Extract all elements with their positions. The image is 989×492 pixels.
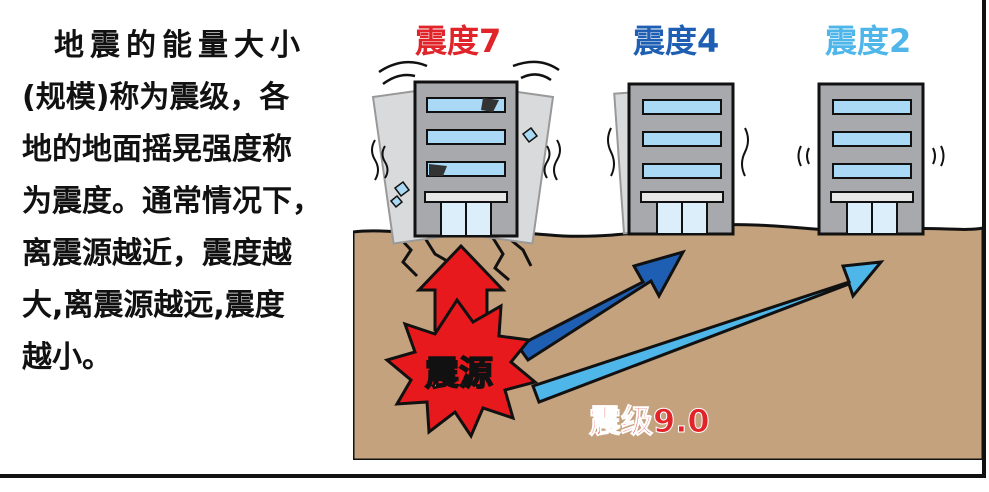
earthquake-scene: 震度7 震度4 震度2 震源 震级9.0 — [351, 0, 985, 462]
frame-border-bottom — [0, 474, 986, 478]
description-line: 地的地面摇晃强度称 — [22, 132, 292, 167]
building-intensity-2 — [797, 82, 945, 236]
building-intensity-4 — [607, 82, 749, 236]
arrow-to-intensity-2 — [531, 260, 885, 404]
arrow-to-intensity-4 — [515, 249, 687, 363]
frame-border-right — [982, 0, 986, 478]
description-line: 离震源越近，震度越 — [22, 236, 292, 271]
ground-crack — [423, 237, 450, 264]
epicenter-label: 震源 — [424, 353, 494, 395]
description-text: 地震的能量大小 (规模)称为震级，各 地的地面摇晃强度称 为震度。通常情况下， … — [22, 20, 332, 384]
description-line: 地震的能量大小 — [54, 28, 306, 63]
description-line: 大,离震源越远,震度 — [22, 288, 285, 323]
description-line: (规模)称为震级，各 — [22, 80, 290, 115]
magnitude-label: 震级9.0 — [589, 402, 711, 441]
description-line: 越小。 — [22, 340, 112, 375]
label-intensity-2: 震度2 — [825, 22, 912, 60]
label-intensity-7: 震度7 — [415, 22, 502, 60]
label-intensity-4: 震度4 — [633, 22, 720, 60]
ground-crack — [510, 238, 533, 267]
ground-crack — [491, 237, 510, 282]
epicenter-burst — [383, 297, 539, 440]
description-line: 为震度。通常情况下， — [22, 184, 322, 219]
scene-illustration — [351, 60, 985, 462]
building-intensity-7 — [371, 60, 561, 245]
